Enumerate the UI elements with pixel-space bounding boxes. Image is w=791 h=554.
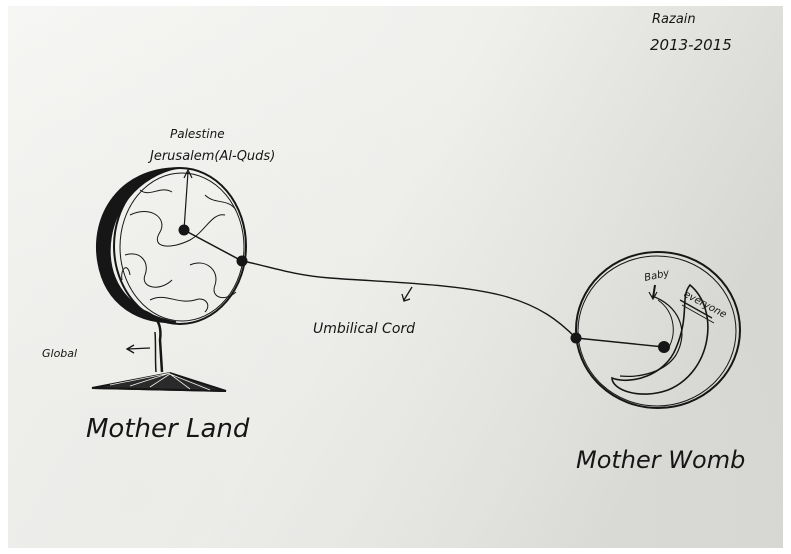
palestine-label: Palestine bbox=[170, 127, 225, 141]
jerusalem-label: Jerusalem(Al-Quds) bbox=[147, 149, 275, 164]
umbilical-cord-line bbox=[241, 260, 577, 339]
global-arrow bbox=[125, 344, 151, 354]
umbilical-cord-label: Umbilical Cord bbox=[313, 321, 415, 337]
author-signature: Razain bbox=[652, 12, 696, 27]
womb-drawing bbox=[570, 251, 741, 409]
globe-drawing bbox=[91, 167, 248, 392]
umbilical-arrow bbox=[401, 286, 413, 302]
mother-land-title: Mother Land bbox=[86, 414, 250, 444]
paper-shade bbox=[8, 6, 783, 548]
mother-womb-title: Mother Womb bbox=[576, 446, 745, 474]
year-range: 2013-2015 bbox=[650, 36, 732, 54]
baby-label: Baby bbox=[643, 268, 671, 284]
global-label: Global bbox=[42, 347, 77, 360]
